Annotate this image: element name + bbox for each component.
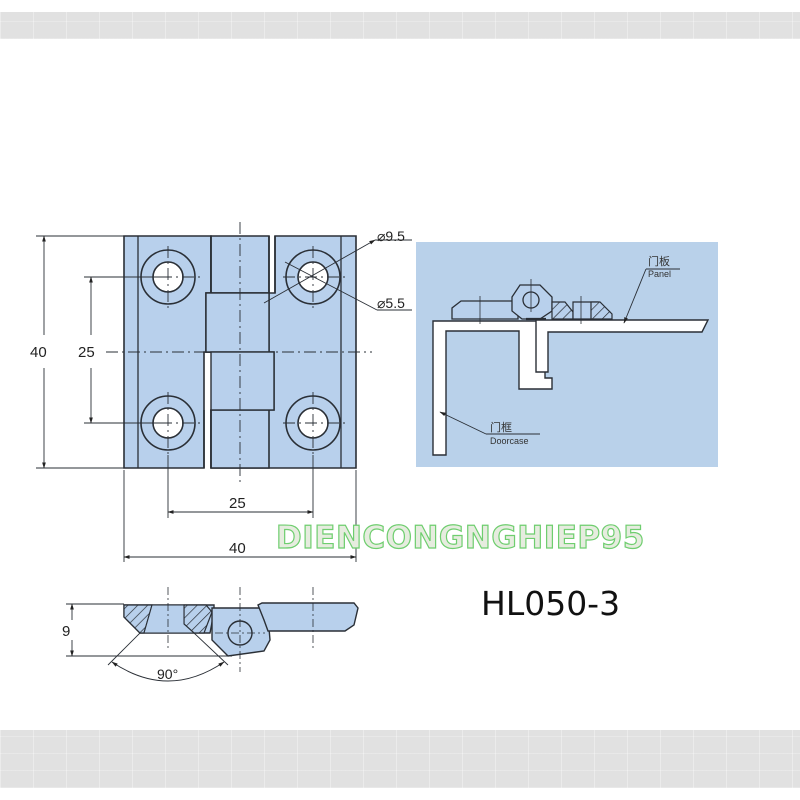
side-view: 9 90° — [62, 587, 359, 682]
watermark-text: DIENCONGNGHIEP95 — [276, 520, 645, 556]
overall-height-dimension: 40 — [30, 344, 47, 361]
doorcase-label-chinese: 门框 — [490, 420, 512, 434]
counterbore-diameter-label: ⌀9.5 — [377, 228, 405, 244]
countersink-angle-dimension: 90° — [157, 666, 178, 682]
doorcase-label-english: Doorcase — [490, 436, 529, 446]
horizontal-hole-spacing-dimension: 25 — [229, 495, 246, 512]
panel-label-english: Panel — [648, 269, 671, 279]
panel-label-chinese: 门板 — [648, 254, 670, 268]
front-view: ⌀9.5 ⌀5.5 40 25 25 40 — [30, 222, 412, 562]
bottom-gray-band — [0, 730, 800, 788]
installation-view: 门板 Panel 门框 Doorcase — [416, 242, 718, 467]
hole-diameter-label: ⌀5.5 — [377, 295, 405, 311]
model-number: HL050-3 — [481, 584, 620, 623]
top-gray-band — [0, 12, 800, 39]
overall-width-dimension: 40 — [229, 540, 246, 557]
thickness-dimension: 9 — [62, 623, 70, 640]
vertical-hole-spacing-dimension: 25 — [78, 344, 95, 361]
